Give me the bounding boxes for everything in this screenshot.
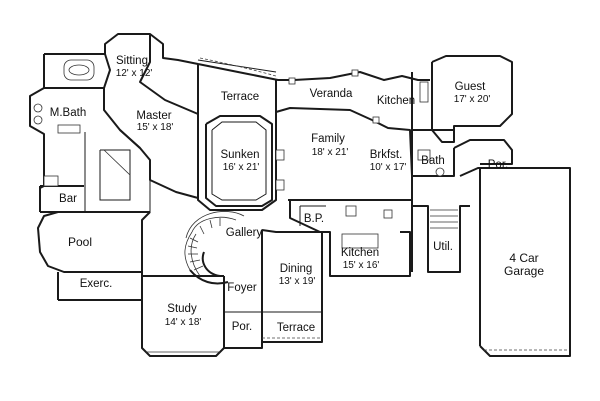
room-labels: Sitting 12' x 12' M.Bath Master 15' x 18… — [50, 55, 545, 334]
room-label-porch-right: Por. — [488, 159, 508, 171]
walls — [29, 33, 571, 357]
room-label-dining: Dining — [280, 263, 313, 275]
room-label-master: Master — [136, 110, 171, 122]
room-label-master-bath: M.Bath — [50, 107, 86, 119]
room-size-study: 14' x 18' — [165, 317, 202, 328]
room-size-sitting: 12' x 12' — [116, 68, 153, 79]
room-size-dining: 13' x 19' — [279, 276, 316, 287]
room-label-pool: Pool — [68, 235, 92, 249]
room-label-garage-2: Garage — [504, 264, 544, 278]
room-size-family: 18' x 21' — [312, 147, 349, 158]
room-label-kitchen: Kitchen — [341, 247, 379, 259]
room-label-kitchen-top: Kitchen — [377, 95, 415, 107]
room-label-sunken: Sunken — [220, 149, 259, 161]
room-label-bar: Bar — [59, 193, 77, 205]
room-label-exercise: Exerc. — [80, 278, 113, 290]
room-label-sitting: Sitting — [116, 55, 148, 67]
room-size-guest: 17' x 20' — [454, 94, 491, 105]
room-size-master: 15' x 18' — [137, 122, 174, 133]
room-label-gallery: Gallery — [226, 227, 263, 239]
stair-treads — [187, 218, 221, 271]
room-size-brkfst: 10' x 17' — [370, 162, 407, 173]
room-label-guest: Guest — [455, 81, 486, 93]
room-label-foyer: Foyer — [227, 282, 257, 294]
room-label-utility: Util. — [433, 241, 453, 253]
fixtures — [33, 57, 568, 353]
room-label-porch-bottom: Por. — [232, 321, 252, 333]
room-label-terrace-top: Terrace — [221, 91, 259, 103]
room-size-kitchen: 15' x 16' — [343, 260, 380, 271]
room-label-terrace-bottom: Terrace — [277, 322, 315, 334]
room-label-bath: Bath — [421, 155, 445, 167]
room-label-family: Family — [311, 133, 345, 145]
room-size-sunken: 16' x 21' — [223, 162, 260, 173]
room-label-garage-1: 4 Car — [509, 251, 538, 265]
room-label-butlers-pantry: B.P. — [304, 213, 324, 225]
room-label-study: Study — [167, 303, 197, 315]
room-label-brkfst: Brkfst. — [370, 149, 403, 161]
room-label-veranda: Veranda — [310, 88, 353, 100]
